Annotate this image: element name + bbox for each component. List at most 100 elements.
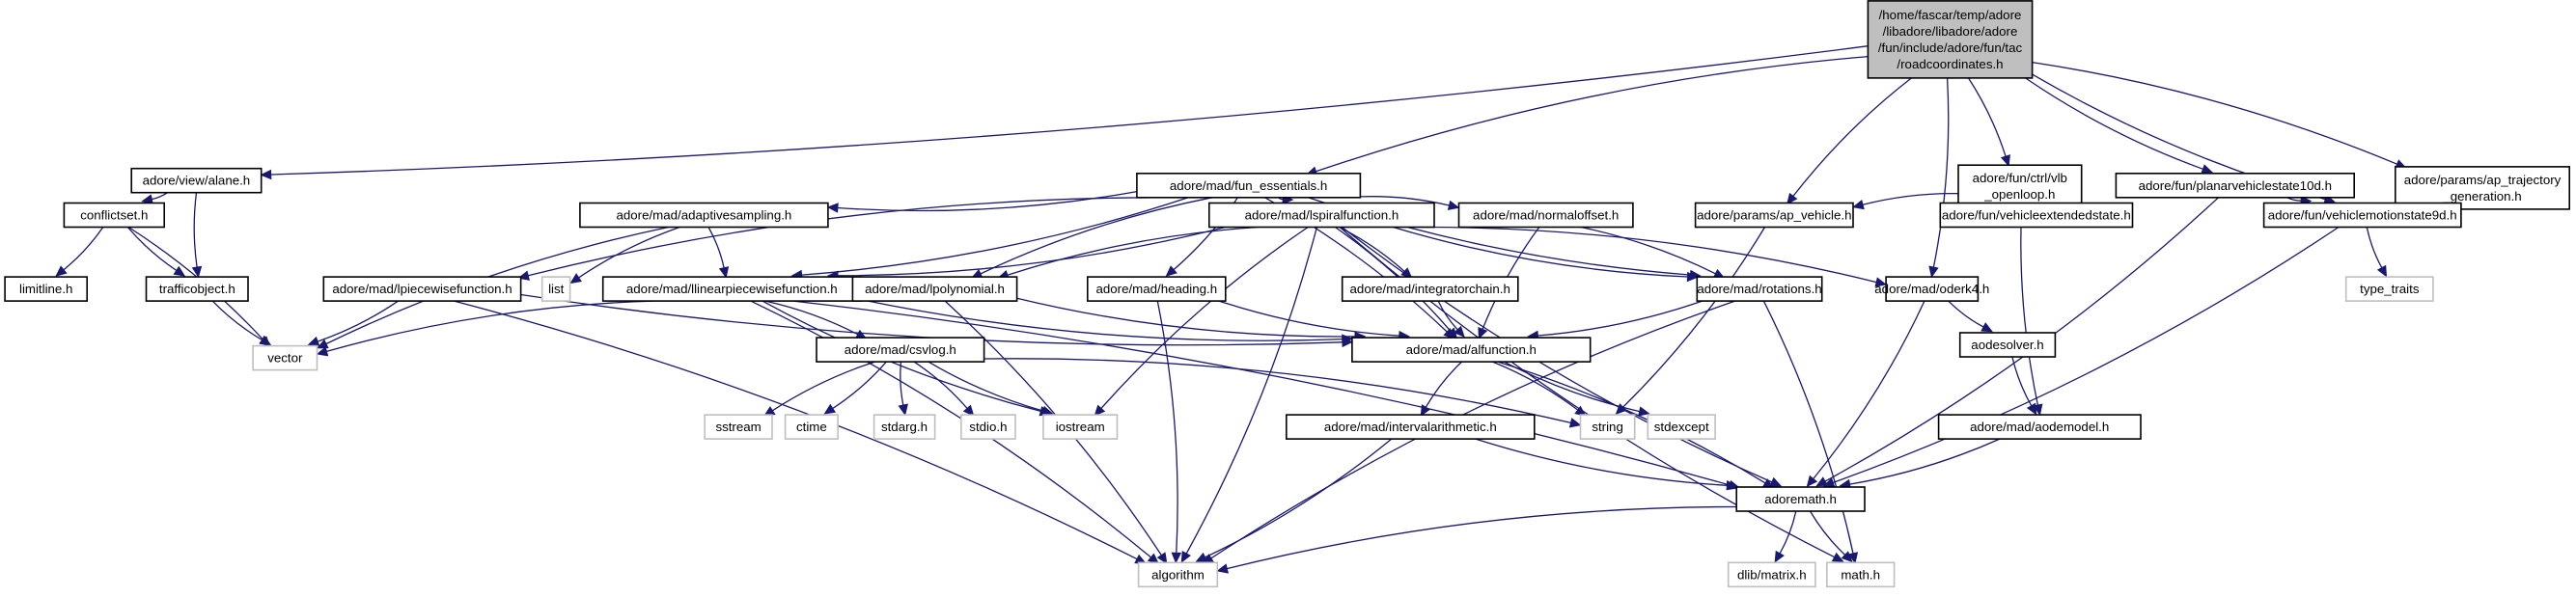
node-label-aodemodel: adore/mad/aodemodel.h <box>1970 420 2109 434</box>
node-rotations[interactable]: adore/mad/rotations.h <box>1696 276 1823 302</box>
node-limitline[interactable]: limitline.h <box>4 276 88 302</box>
node-intervalarithmetic[interactable]: adore/mad/intervalarithmetic.h <box>1286 414 1536 440</box>
node-trafficobject[interactable]: trafficobject.h <box>145 276 249 302</box>
node-stdio: stdio.h <box>959 414 1016 440</box>
node-label-oderk4: adore/mad/oderk4.h <box>1874 282 1989 296</box>
edge-csvlog-to-stdio <box>913 361 968 409</box>
node-box-limitline <box>4 276 88 302</box>
node-box-ctime <box>784 414 839 440</box>
node-label-trafficobject: trafficobject.h <box>159 282 235 296</box>
node-math: math.h <box>1826 561 1896 588</box>
node-conflictset[interactable]: conflictset.h <box>63 202 166 229</box>
node-planarvehiclestate10d[interactable]: adore/fun/planarvehiclestate10d.h <box>2115 173 2355 199</box>
node-lpolynomial[interactable]: adore/mad/lpolynomial.h <box>851 276 1018 302</box>
node-vehicleextendedstate[interactable]: adore/fun/vehicleextendedstate.h <box>1939 202 2134 229</box>
node-label-root: /fun/include/adore/fun/tac <box>1878 41 2023 55</box>
node-aodemodel[interactable]: adore/mad/aodemodel.h <box>1937 414 2142 440</box>
node-adoremath[interactable]: adoremath.h <box>1735 486 1866 512</box>
node-box-integratorchain <box>1341 276 1519 302</box>
node-label-ap_trajectory_generation: adore/params/ap_trajectory <box>2404 173 2562 187</box>
node-csvlog[interactable]: adore/mad/csvlog.h <box>816 337 985 363</box>
node-llinearpiecewisefunction[interactable]: adore/mad/llinearpiecewisefunction.h <box>601 276 862 302</box>
node-lpiecewisefunction[interactable]: adore/mad/lpiecewisefunction.h <box>322 276 522 302</box>
arrowhead-lspiralfunction-to-iostream <box>1094 404 1106 417</box>
node-label-aodesolver: aodesolver.h <box>1971 338 2043 352</box>
node-box-lpiecewisefunction <box>322 276 522 302</box>
node-algorithm: algorithm <box>1137 561 1219 588</box>
node-label-iostream: iostream <box>1056 420 1105 434</box>
node-box-normaloffset <box>1457 202 1634 229</box>
edge-root-to-oderk4 <box>1932 77 1950 268</box>
arrowhead-root-to-oderk4 <box>1928 265 1939 279</box>
node-box-aodesolver <box>1958 332 2057 358</box>
arrowhead-csvlog-to-stdarg <box>898 403 908 417</box>
edge-normaloffset-to-rotations <box>1580 226 1716 275</box>
edge-vehiclemotionstate9d-to-adoremath <box>1832 226 2340 484</box>
edge-aodemodel-to-adoremath <box>1849 438 2001 485</box>
arrowhead-adoremath-to-dlib_matrix <box>1774 550 1785 563</box>
edge-intervalarithmetic-to-adoremath <box>1475 438 1728 486</box>
node-oderk4[interactable]: adore/mad/oderk4.h <box>1874 276 1989 302</box>
edge-lpolynomial-to-alfunction <box>1016 297 1356 338</box>
node-alane[interactable]: adore/view/alane.h <box>130 167 263 194</box>
node-label-vlb_openloop: _openloop.h <box>1983 187 2055 202</box>
node-normaloffset[interactable]: adore/mad/normaloffset.h <box>1457 202 1634 229</box>
edge-csvlog-to-iostream <box>928 361 1044 412</box>
node-label-adoremath: adoremath.h <box>1764 492 1837 506</box>
arrowhead-alfunction-to-stdexcept <box>1638 406 1650 417</box>
node-adaptivesampling[interactable]: adore/mad/adaptivesampling.h <box>579 202 829 229</box>
node-box-csvlog <box>816 337 985 363</box>
node-box-list <box>540 276 571 302</box>
node-box-sstream <box>704 414 773 440</box>
node-box-intervalarithmetic <box>1286 414 1536 440</box>
node-aodesolver[interactable]: aodesolver.h <box>1958 332 2057 358</box>
node-label-root: /home/fascar/temp/adore <box>1879 8 2022 22</box>
node-alfunction[interactable]: adore/mad/alfunction.h <box>1351 337 1592 363</box>
node-vector: vector <box>252 344 319 371</box>
arrowhead-vehiclemotionstate9d-to-type_traits <box>2376 264 2388 278</box>
node-root[interactable]: /home/fascar/temp/adore/libadore/libador… <box>1867 0 2034 79</box>
edge-vlb_openloop-to-ap_vehicle <box>1862 193 1959 205</box>
edge-vlb_openloop-to-aodemodel <box>2020 207 2039 406</box>
node-label-stdarg: stdarg.h <box>881 420 928 434</box>
node-label-planarvehiclestate10d: adore/fun/planarvehiclestate10d.h <box>2139 178 2332 193</box>
arrowhead-rotations-to-math <box>1847 552 1859 564</box>
node-stdexcept: stdexcept <box>1647 414 1716 440</box>
node-box-ap_vehicle <box>1694 202 1854 229</box>
node-label-math: math.h <box>1841 567 1880 582</box>
node-vlb_openloop[interactable]: adore/fun/ctrl/vlb_openloop.h <box>1957 164 2083 208</box>
node-box-vector <box>252 344 319 371</box>
node-label-ctime: ctime <box>796 420 827 434</box>
edge-oderk4-to-aodesolver <box>1948 300 1984 328</box>
edge-alane-to-conflictset <box>152 192 168 201</box>
edge-conflictset-to-limitline <box>63 227 104 271</box>
node-fun_essentials[interactable]: adore/mad/fun_essentials.h <box>1136 173 1362 199</box>
node-box-iostream <box>1042 414 1119 440</box>
edge-alfunction-to-string <box>1492 361 1579 411</box>
arrowhead-lpiecewisefunction-to-vector <box>307 336 320 346</box>
arrowhead-aodesolver-to-aodemodel <box>2026 402 2037 416</box>
arrowhead-normaloffset-to-alfunction <box>1478 326 1488 339</box>
edge-trafficobject-to-vector <box>211 300 263 340</box>
node-ap_trajectory_generation[interactable]: adore/params/ap_trajectory_generation.h <box>2395 166 2571 210</box>
node-label-sstream: sstream <box>715 420 761 434</box>
node-label-csvlog: adore/mad/csvlog.h <box>845 342 956 357</box>
node-lspiralfunction[interactable]: adore/mad/lspiralfunction.h <box>1208 202 1435 229</box>
edge-root-to-ap_trajectory_generation <box>2032 61 2397 165</box>
node-box-algorithm <box>1137 561 1219 588</box>
node-label-vehiclemotionstate9d: adore/fun/vehiclemotionstate9d.h <box>2268 208 2457 223</box>
arrowhead-adaptivesampling-to-llinearpiecewisefunction <box>718 266 730 279</box>
node-box-vehiclemotionstate9d <box>2262 202 2462 229</box>
edge-vehiclemotionstate9d-to-type_traits <box>2366 227 2383 269</box>
edge-adoremath-to-math <box>1809 510 1846 556</box>
edge-lspiralfunction-to-algorithm <box>1185 227 1318 555</box>
node-label-intervalarithmetic: adore/mad/intervalarithmetic.h <box>1324 420 1497 434</box>
node-vehiclemotionstate9d[interactable]: adore/fun/vehiclemotionstate9d.h <box>2262 202 2462 229</box>
edge-lspiralfunction-to-oderk4 <box>1421 226 1877 284</box>
edge-llinearpiecewisefunction-to-algorithm <box>750 300 1151 558</box>
node-box-alane <box>130 167 263 194</box>
node-heading[interactable]: adore/mad/heading.h <box>1087 276 1227 302</box>
node-ap_vehicle[interactable]: adore/params/ap_vehicle.h <box>1694 202 1854 229</box>
node-integratorchain[interactable]: adore/mad/integratorchain.h <box>1341 276 1519 302</box>
node-box-heading <box>1087 276 1227 302</box>
